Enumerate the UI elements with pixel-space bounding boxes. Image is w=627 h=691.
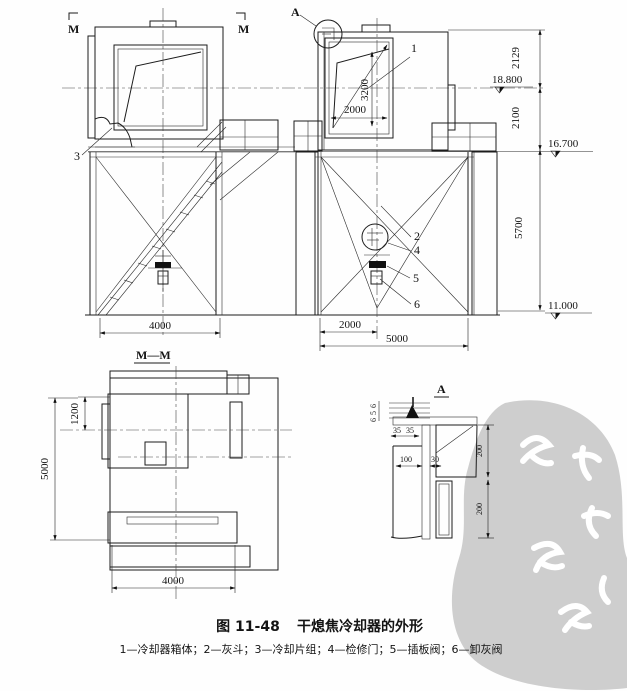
- dim-a-plate-bot: 6: [369, 418, 378, 422]
- dim-mm-5000: 5000: [39, 458, 51, 481]
- dim-seg-2100: 2100: [510, 107, 522, 130]
- watermark-stamp: [451, 400, 627, 690]
- dim-door-width: 2000: [344, 104, 367, 116]
- dim-mm-1200: 1200: [69, 403, 81, 426]
- stair-rungs: [109, 180, 216, 301]
- dim-mm-4000: 4000: [162, 575, 185, 587]
- side-view: M M 3: [68, 8, 295, 338]
- dim-a-200-lower: 200: [475, 503, 484, 515]
- elevation-dimensions: 2129 2100 5700 18.800 16.700 11.000: [448, 29, 592, 320]
- part-label-6: 6: [414, 297, 420, 311]
- level-18800: 18.800: [492, 74, 523, 86]
- detail-marker-a: A: [291, 5, 300, 19]
- dim-a-30: 30: [431, 455, 439, 464]
- level-lines: [62, 87, 593, 316]
- level-16700: 16.700: [548, 138, 579, 150]
- dim-seg-5700: 5700: [513, 217, 525, 240]
- section-mm-title: M—M: [136, 348, 171, 362]
- detail-a: A 6 5 6 35 35 100 30: [369, 382, 494, 540]
- section-marker-m-right: M: [238, 22, 249, 36]
- caption: 图 11-48 干熄焦冷却器的外形 1—冷却器箱体；2—灰斗；3—冷却片组；4—…: [120, 618, 503, 656]
- dim-side-width: 4000: [149, 320, 172, 332]
- detail-a-title: A: [437, 382, 446, 396]
- part-label-3: 3: [74, 149, 80, 163]
- dim-a-gap-b: 35: [406, 426, 414, 435]
- part-label-4: 4: [414, 243, 420, 257]
- part-label-2: 2: [414, 229, 420, 243]
- section-mm: M—M 1200 5000 4000: [39, 348, 292, 602]
- section-marker-m-left: M: [68, 22, 79, 36]
- part-label-1: 1: [411, 41, 417, 55]
- figure-number: 图 11-48: [216, 619, 280, 635]
- level-11000: 11.000: [548, 300, 578, 312]
- figure-title: 干熄焦冷却器的外形: [297, 618, 423, 635]
- dim-a-100: 100: [400, 455, 412, 464]
- dim-bottom-left: 2000: [339, 319, 362, 331]
- dim-bottom-total: 5000: [386, 333, 409, 345]
- part-label-5: 5: [413, 271, 419, 285]
- dim-a-plate-top: 6: [369, 404, 378, 408]
- front-view: 3200 2000 A 1: [291, 5, 498, 351]
- dim-door-height: 3200: [359, 79, 371, 102]
- dim-seg-2129: 2129: [510, 47, 522, 70]
- dim-a-gap-a: 35: [393, 426, 401, 435]
- figure-legend: 1—冷却器箱体；2—灰斗；3—冷却片组；4—检修门；5—插板阀；6—卸灰阀: [120, 642, 503, 656]
- dim-a-200-upper: 200: [475, 445, 484, 457]
- dim-a-plate-mid: 5: [369, 411, 378, 415]
